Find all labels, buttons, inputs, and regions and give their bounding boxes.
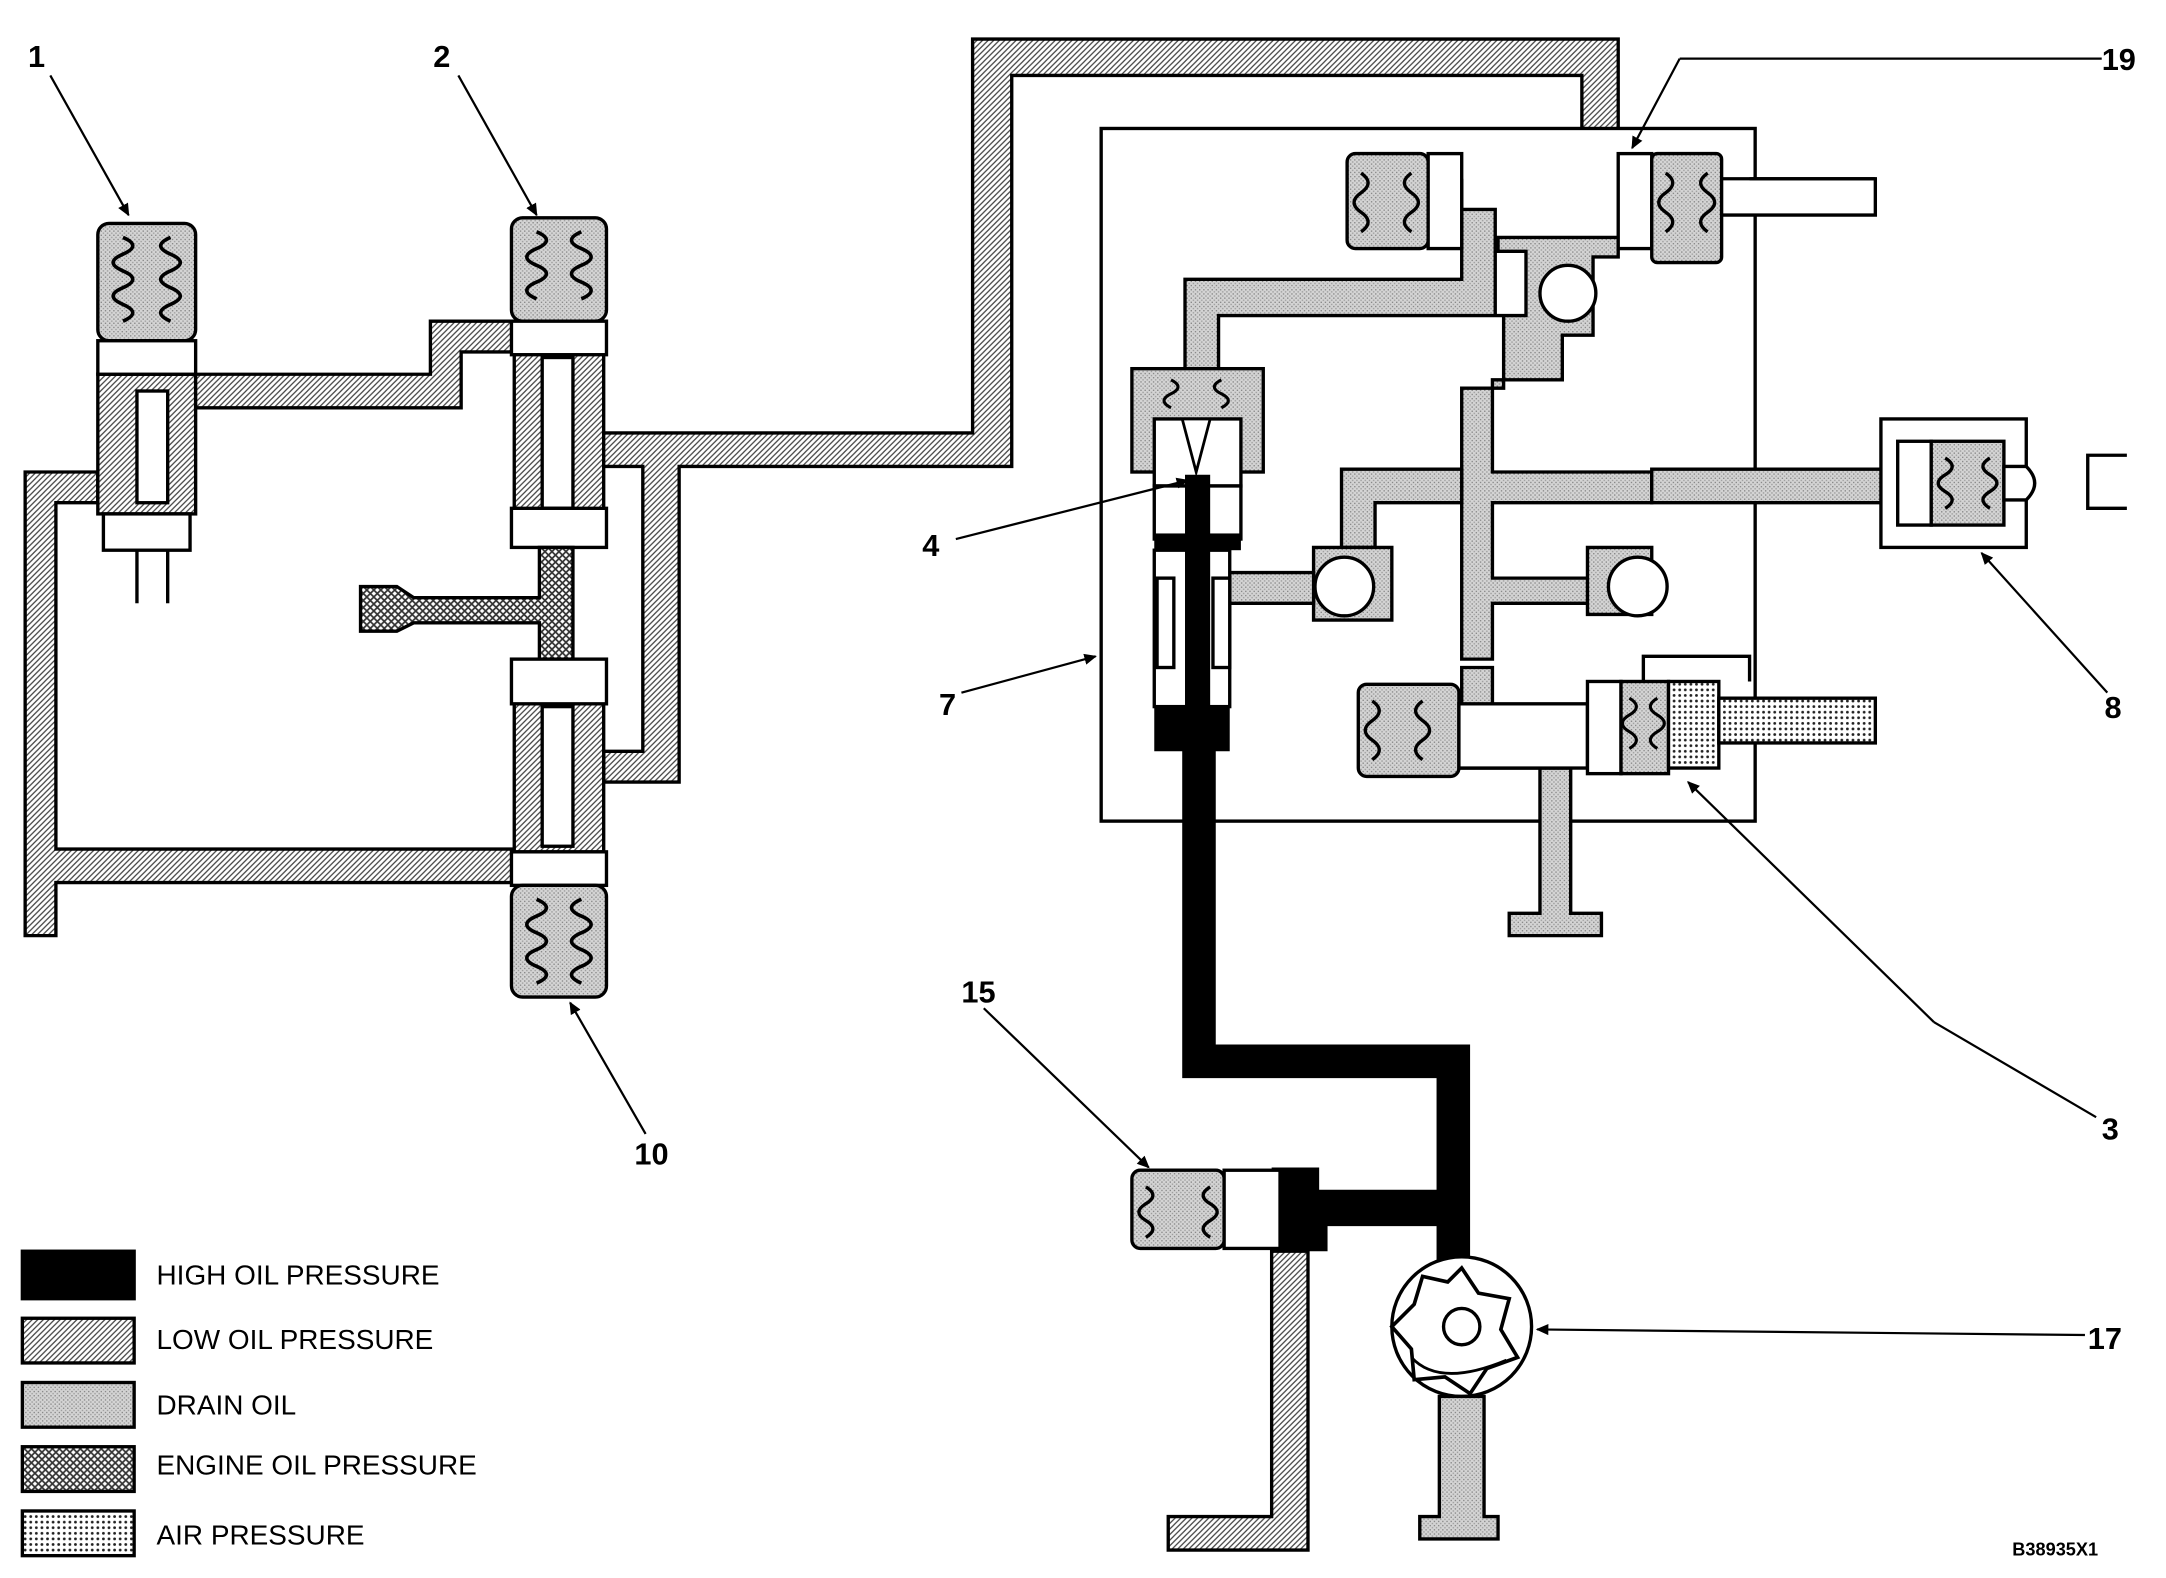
legend: HIGH OIL PRESSURE LOW OIL PRESSURE DRAIN… [20,1249,477,1558]
valve-3 [1356,654,1878,779]
high-pressure-line [1154,474,1471,1263]
spring-icon [1137,1185,1219,1239]
check-ball-left [1313,555,1376,618]
spring-icon [111,235,183,323]
callout-8: 8 [2105,690,2122,725]
legend-label-high-oil: HIGH OIL PRESSURE [157,1260,440,1291]
valve-8 [1879,417,2127,550]
figure-id: B38935X1 [2012,1540,2098,1560]
legend-label-air: AIR PRESSURE [157,1519,365,1550]
spring-icon [525,230,593,301]
valve-10 [509,657,609,999]
callout-2: 2 [433,39,450,74]
spring-icon [525,897,593,985]
valve-15 [1130,1168,1282,1251]
pump-17 [1389,1255,1534,1399]
legend-swatch-drain-oil [20,1380,136,1429]
check-ball-upper [1538,263,1598,323]
legend-label-engine-oil: ENGINE OIL PRESSURE [157,1450,477,1481]
callout-4: 4 [922,528,939,563]
spring-icon [1363,699,1432,762]
spring-icon [1620,696,1666,750]
legend-swatch-engine-oil [20,1445,136,1494]
legend-swatch-air [20,1509,136,1558]
callout-19: 19 [2102,42,2136,77]
legend-label-drain-oil: DRAIN OIL [157,1390,297,1421]
legend-swatch-high-oil [20,1249,136,1301]
engine-oil-inlet [358,545,575,661]
valve-1 [96,221,198,604]
callout-1: 1 [28,39,45,74]
spring-icon [1657,171,1717,234]
check-ball-right [1606,555,1669,618]
pump-inlet-drain [1418,1394,1500,1541]
valve-19 [1345,151,1878,265]
callout-17: 17 [2088,1321,2122,1356]
legend-swatch-low-oil [20,1316,136,1365]
callout-3: 3 [2102,1112,2119,1147]
valve-2 [509,216,609,550]
low-pressure-return [1166,1249,1310,1552]
spring-icon [1352,171,1421,234]
callout-15: 15 [961,975,995,1010]
callout-leaders [49,57,2109,1337]
callout-10: 10 [634,1137,668,1172]
callout-7: 7 [939,687,956,722]
legend-label-low-oil: LOW OIL PRESSURE [157,1324,434,1355]
spring-icon [1936,456,1999,510]
spring-icon [1162,378,1230,410]
